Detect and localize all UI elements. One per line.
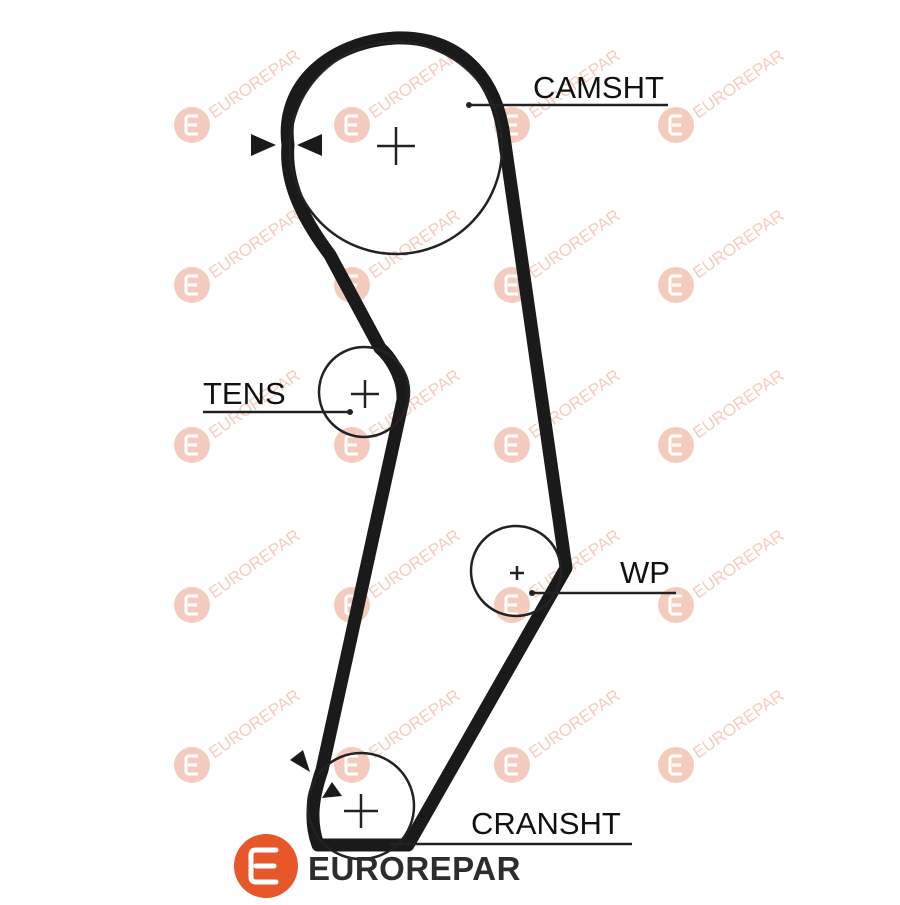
crankshaft-timing-mark-inner-icon (322, 782, 342, 798)
camshaft-timing-mark-right-icon (297, 134, 322, 156)
camshaft-leader-dot (466, 102, 472, 108)
camshaft-center-plus-icon (377, 127, 415, 165)
brand-name: EUROREPAR (308, 850, 521, 887)
watermark-text: EUROREPAR (525, 686, 623, 763)
crankshaft-label: CRANSHT (471, 806, 621, 841)
watermark-text: EUROREPAR (689, 206, 787, 283)
crankshaft-timing-mark-outer-icon (290, 750, 310, 772)
watermark-text: EUROREPAR (205, 526, 303, 603)
watermark-text: EUROREPAR (205, 206, 303, 283)
crankshaft-pulley (306, 751, 416, 861)
camshaft-label: CAMSHT (533, 70, 664, 105)
watermark-logo-icon: EUROREPAR (658, 206, 787, 303)
watermark-text: EUROREPAR (689, 46, 787, 123)
watermark-logo-icon: EUROREPAR (658, 46, 787, 143)
water-pump-label: WP (620, 555, 670, 590)
watermark-logo-icon: EUROREPAR (494, 686, 623, 783)
watermark-logo-icon: EUROREPAR (174, 206, 303, 303)
camshaft-pulley (288, 40, 504, 256)
watermark-text: EUROREPAR (205, 686, 303, 763)
crankshaft-center-plus-icon (344, 794, 378, 828)
watermark-logo-icon: EUROREPAR (174, 526, 303, 623)
watermark-layer: EUROREPAR EUROREPAR EUROREPAR EUROREPAR EURO… (174, 46, 787, 783)
watermark-logo-icon: EUROREPAR (658, 686, 787, 783)
brand-logo-icon (234, 834, 298, 898)
watermark-text: EUROREPAR (689, 686, 787, 763)
water-pump-leader-dot (529, 590, 535, 596)
watermark-text: EUROREPAR (365, 526, 463, 603)
watermark-logo-icon: EUROREPAR (174, 686, 303, 783)
watermark-text: EUROREPAR (689, 366, 787, 443)
watermark-text: EUROREPAR (365, 686, 463, 763)
tensioner-center-plus-icon (351, 380, 379, 408)
tensioner-label: TENS (203, 376, 286, 411)
watermark-logo-icon: EUROREPAR (658, 526, 787, 623)
watermark-logo-icon: EUROREPAR (658, 366, 787, 463)
watermark-logo-icon: EUROREPAR (494, 366, 623, 463)
camshaft-timing-mark-left-icon (251, 134, 276, 156)
timing-belt (280, 31, 573, 852)
tensioner-pulley (317, 345, 411, 439)
tensioner-leader-dot (347, 409, 353, 415)
watermark-text: EUROREPAR (525, 526, 623, 603)
watermark-text: EUROREPAR (525, 206, 623, 283)
watermark-text: EUROREPAR (689, 526, 787, 603)
water-pump-pulley (469, 524, 563, 618)
watermark-text: EUROREPAR (365, 366, 463, 443)
watermark-logo-icon: EUROREPAR (334, 46, 463, 143)
water-pump-center-plus-icon (510, 566, 524, 580)
watermark-text: EUROREPAR (365, 206, 463, 283)
